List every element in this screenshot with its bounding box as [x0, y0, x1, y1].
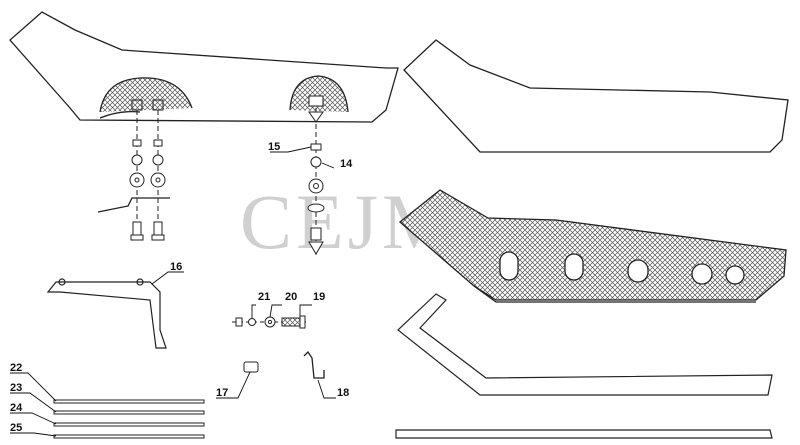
callout-15: 15	[268, 141, 280, 153]
hook-part-18	[303, 350, 325, 379]
callout-14: 14	[340, 158, 353, 170]
bolt-assembly-19-21	[232, 315, 306, 329]
right-seat-outline	[403, 39, 789, 153]
callout-25: 25	[10, 422, 22, 434]
right-mesh-cover	[398, 189, 787, 303]
clip-part-17	[243, 361, 259, 373]
callout-22: 22	[10, 362, 22, 374]
left-seat-panel	[9, 11, 399, 123]
callout-labels: 15 14 16 17 18 19 20 21 22 23 24 25	[10, 141, 353, 434]
left-fastener-stack	[97, 99, 170, 241]
callout-20: 20	[285, 291, 297, 303]
leader-lines	[10, 146, 336, 437]
bracket-part-16	[46, 278, 167, 349]
callout-23: 23	[10, 382, 22, 394]
callout-16: 16	[170, 261, 182, 273]
right-fastener-stack	[307, 95, 325, 255]
strips-22-25	[53, 399, 205, 439]
callout-18: 18	[337, 387, 349, 399]
callout-24: 24	[10, 402, 23, 414]
callout-21: 21	[258, 291, 270, 303]
right-trim-strips	[395, 293, 773, 439]
callout-19: 19	[313, 291, 325, 303]
callout-17: 17	[216, 387, 228, 399]
